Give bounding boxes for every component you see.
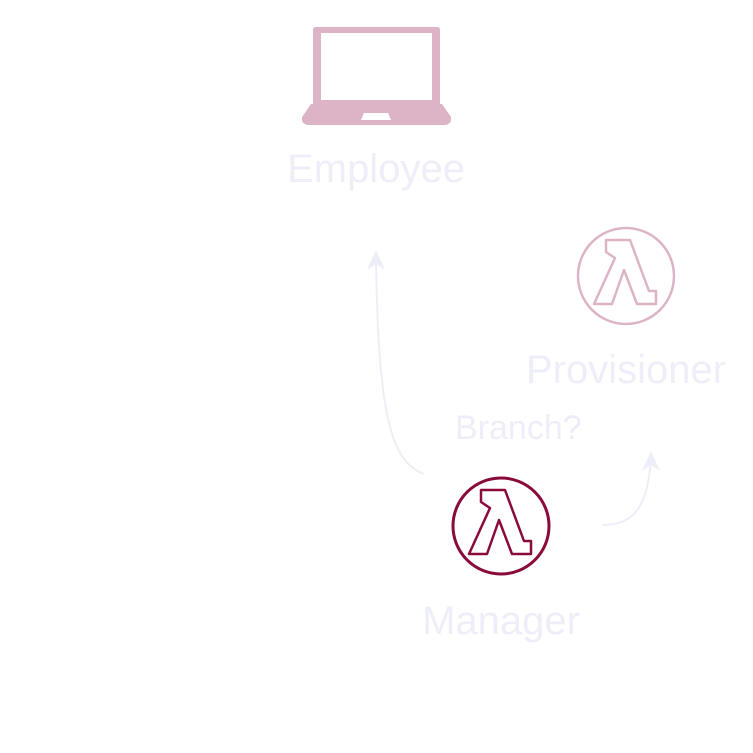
lambda-icon: [451, 476, 551, 576]
arrowhead-icon: [367, 250, 385, 270]
edge-line: [375, 255, 425, 475]
manager-node: Manager: [422, 476, 580, 643]
edge-line: [602, 457, 652, 526]
arrowhead-icon: [642, 451, 660, 471]
laptop-icon: [301, 27, 452, 125]
provisioner-label: Provisioner: [526, 348, 726, 392]
lambda-icon: [576, 226, 676, 326]
manager-label: Manager: [422, 599, 580, 643]
edge-manager-to-employee: [367, 250, 425, 475]
employee-label: Employee: [287, 147, 465, 191]
edge-manager-to-provisioner: Branch?: [455, 409, 660, 526]
edge-label-branch: Branch?: [455, 409, 582, 447]
employee-node: Employee: [287, 27, 465, 191]
provisioner-node: Provisioner: [526, 226, 726, 392]
